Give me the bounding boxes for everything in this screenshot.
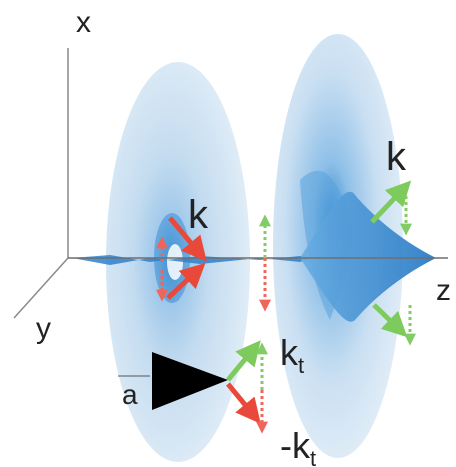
y-axis-line (13, 257, 69, 319)
neg-kt-label-main: -k (280, 425, 311, 466)
neg-kt-label-sub: t (310, 446, 316, 467)
kt-label: kt (280, 332, 304, 378)
black-triangle (152, 352, 228, 410)
right-cone (300, 191, 436, 322)
y-axis-label: y (36, 312, 51, 345)
k-red-arrow-upper (168, 216, 207, 262)
k-label-left: k (188, 193, 209, 237)
k-red-arrow-lower (166, 262, 206, 300)
kt-green-arrow (226, 340, 261, 382)
neg-kt-label: -kt (280, 425, 316, 467)
kt-label-sub: t (298, 353, 304, 378)
x-axis-label: x (76, 6, 91, 39)
neg-kt-red-arrow (226, 382, 261, 424)
kt-label-main: k (280, 332, 299, 373)
k-green-arrow-upper (370, 180, 412, 224)
k-green-arrow-lower (372, 303, 408, 338)
z-axis-label: z (436, 274, 451, 307)
left-disk-center (167, 244, 183, 280)
a-label: a (122, 379, 138, 410)
k-label-right: k (386, 135, 407, 179)
